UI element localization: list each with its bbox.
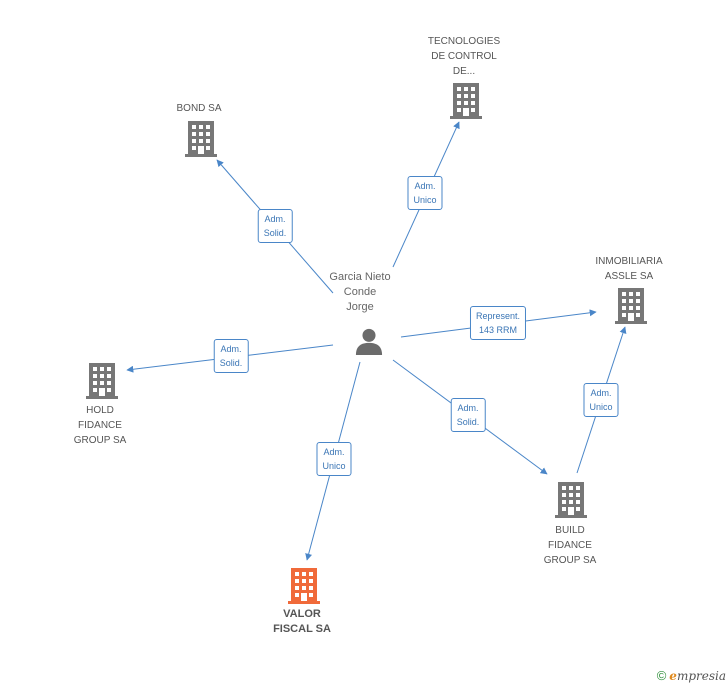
relation-label-person-tecnologies[interactable]: Adm. Unico	[407, 176, 443, 210]
company-valor-label-line: FISCAL SA	[273, 623, 331, 635]
company-build-label-line: FIDANCE	[548, 540, 592, 551]
relation-label-line: Solid.	[263, 228, 287, 238]
company-inmobiliaria-label-line: ASSLE SA	[604, 271, 654, 282]
relation-label-line: Unico	[589, 402, 613, 412]
company-build-label-line: GROUP SA	[543, 555, 597, 566]
company-tecnologies-label[interactable]: TECNOLOGIES DE CONTROL DE...	[428, 34, 500, 79]
relation-label-line: Adm.	[590, 388, 612, 398]
relation-label-line: Adm.	[264, 214, 286, 224]
company-build-label[interactable]: BUILD FIDANCE GROUP SA	[544, 523, 597, 568]
company-bond-label-line: BOND SA	[176, 103, 222, 114]
company-bond-label[interactable]: BOND SA	[176, 101, 221, 116]
relation-label-line: Adm.	[220, 344, 242, 354]
footer-brand: ©empresia	[657, 668, 726, 683]
company-tecnologies-label-line: DE...	[452, 66, 476, 77]
company-tecnologies-label-line: DE CONTROL	[431, 51, 497, 62]
relation-label-person-bond[interactable]: Adm. Solid.	[257, 209, 293, 243]
relation-label-line: 143 RRM	[478, 325, 517, 335]
company-hold-label-line: FIDANCE	[78, 420, 122, 431]
relation-label-line: Represent.	[475, 311, 521, 321]
relation-label-person-inmobiliaria[interactable]: Represent. 143 RRM	[469, 306, 527, 340]
relation-label-person-build[interactable]: Adm. Solid.	[450, 398, 486, 432]
building-icon-hold[interactable]	[86, 363, 118, 399]
person-garcia-nieto-label-line: Conde	[343, 286, 377, 298]
building-icon-inmobiliaria[interactable]	[615, 288, 647, 324]
building-icon-tecnologies[interactable]	[450, 83, 482, 119]
person-icon[interactable]	[355, 327, 383, 355]
company-inmobiliaria-label[interactable]: INMOBILIARIA ASSLE SA	[595, 254, 662, 284]
company-valor-label[interactable]: VALOR FISCAL SA	[273, 607, 331, 637]
company-tecnologies-label-line: TECNOLOGIES	[427, 36, 501, 47]
relation-label-line: Solid.	[456, 417, 480, 427]
brand-name: mpresia	[676, 669, 726, 683]
company-hold-label[interactable]: HOLD FIDANCE GROUP SA	[74, 403, 127, 448]
relation-label-line: Adm.	[323, 447, 345, 457]
relation-label-line: Adm.	[414, 181, 436, 191]
company-hold-label-line: HOLD	[86, 405, 114, 416]
building-icon-bond[interactable]	[185, 121, 217, 157]
relation-label-build-inmobiliaria[interactable]: Adm. Unico	[583, 383, 619, 417]
copyright-symbol: ©	[656, 668, 667, 683]
company-inmobiliaria-label-line: INMOBILIARIA	[595, 256, 663, 267]
building-icon-build[interactable]	[555, 482, 587, 518]
relation-label-line: Solid.	[219, 358, 243, 368]
relation-label-person-hold[interactable]: Adm. Solid.	[213, 339, 249, 373]
company-build-label-line: BUILD	[555, 525, 585, 536]
brand-initial: e	[669, 669, 677, 683]
relation-label-person-valor[interactable]: Adm. Unico	[316, 442, 352, 476]
company-hold-label-line: GROUP SA	[73, 435, 127, 446]
relation-label-line: Adm.	[457, 403, 479, 413]
company-valor-label-line: VALOR	[283, 608, 321, 620]
relation-label-line: Unico	[322, 461, 346, 471]
building-icon-valor[interactable]	[288, 568, 320, 604]
person-garcia-nieto-label-line: Jorge	[346, 301, 374, 313]
person-garcia-nieto-label-line: Garcia Nieto	[329, 271, 391, 283]
relation-label-line: Unico	[413, 195, 437, 205]
